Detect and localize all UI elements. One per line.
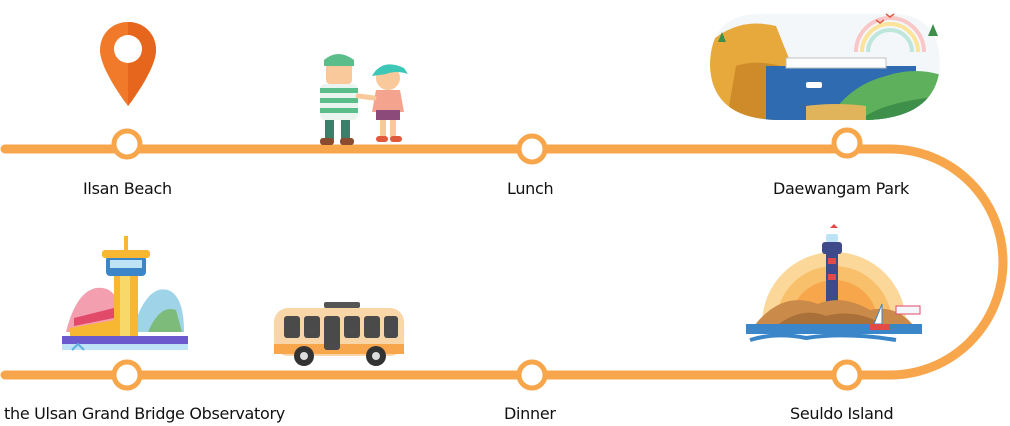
lighthouse-island-illustration	[746, 224, 922, 342]
stop-marker-observatory[interactable]	[111, 359, 143, 391]
location-pin-icon	[100, 22, 156, 106]
stop-marker-daewangam-park[interactable]	[831, 127, 863, 159]
observatory-tower-illustration	[62, 236, 188, 351]
stop-label-dinner: Dinner	[504, 404, 556, 423]
bus-illustration	[274, 302, 404, 366]
stop-marker-seuldo-island[interactable]	[831, 359, 863, 391]
stop-marker-ilsan-beach[interactable]	[111, 128, 143, 160]
walking-couple-illustration	[320, 54, 408, 145]
stop-label-observatory: the Ulsan Grand Bridge Observatory	[4, 404, 285, 423]
stop-label-seuldo-island: Seuldo Island	[790, 404, 894, 423]
route-line	[0, 144, 1008, 380]
stop-label-ilsan-beach: Ilsan Beach	[83, 179, 172, 198]
stop-marker-dinner[interactable]	[516, 359, 548, 391]
stop-label-lunch: Lunch	[507, 179, 554, 198]
coastal-park-illustration	[710, 13, 940, 120]
stop-marker-lunch[interactable]	[516, 133, 548, 165]
stop-label-daewangam-park: Daewangam Park	[773, 179, 910, 198]
